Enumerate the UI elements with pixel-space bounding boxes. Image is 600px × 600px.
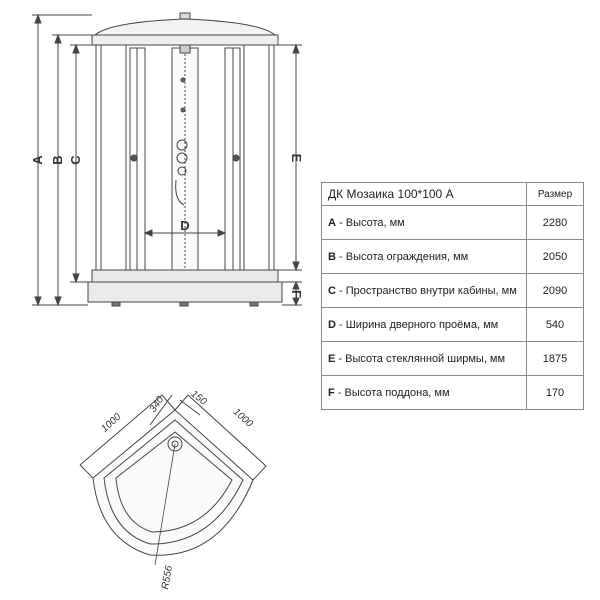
row-value: 1875 <box>526 341 584 376</box>
row-letter: D <box>328 318 336 331</box>
row-label: - Высота поддона, мм <box>334 386 450 399</box>
row-letter: C <box>328 284 336 297</box>
row-value: 2050 <box>526 239 584 274</box>
row-letter: B <box>328 250 336 263</box>
row-label: - Высота, мм <box>335 216 405 229</box>
table-row: D - Ширина дверного проёма, мм 540 <box>321 307 584 342</box>
row-value: 2090 <box>526 273 584 308</box>
dimension-lines-left <box>32 13 92 307</box>
plan-width-right-label: 1000 <box>231 407 255 430</box>
row-letter: F <box>328 386 335 399</box>
plan-radius-label: R556 <box>160 564 175 590</box>
row-letter: E <box>328 352 336 365</box>
row-value: 170 <box>526 375 584 410</box>
dim-label-c: C <box>68 155 83 165</box>
table-value-header: Размер <box>526 182 584 206</box>
plan-offset-right-label: 150 <box>189 389 209 408</box>
table-row: B - Высота ограждения, мм 2050 <box>321 239 584 274</box>
row-label: - Высота стеклянной ширмы, мм <box>335 352 506 365</box>
dim-label-b: B <box>50 155 65 164</box>
table-row: F - Высота поддона, мм 170 <box>321 375 584 410</box>
dim-label-f: F <box>289 290 304 298</box>
dim-label-a: A <box>30 155 45 165</box>
dimension-lines-right <box>278 43 302 307</box>
table-row: E - Высота стеклянной ширмы, мм 1875 <box>321 341 584 376</box>
table-title: ДК Мозаика 100*100 A <box>321 182 527 206</box>
front-elevation <box>87 12 283 307</box>
table-header-row: ДК Мозаика 100*100 A Размер <box>321 182 584 206</box>
row-label: - Ширина дверного проёма, мм <box>335 318 499 331</box>
table-row: C - Пространство внутри кабины, мм 2090 <box>321 273 584 308</box>
row-label: - Высота ограждения, мм <box>335 250 469 263</box>
row-letter: A <box>328 216 336 229</box>
dim-label-d: D <box>180 218 189 233</box>
plan-view <box>79 394 267 566</box>
row-value: 540 <box>526 307 584 342</box>
table-row: A - Высота, мм 2280 <box>321 205 584 240</box>
row-label: - Пространство внутри кабины, мм <box>335 284 517 297</box>
spec-table: ДК Мозаика 100*100 A Размер A - Высота, … <box>321 182 584 410</box>
row-value: 2280 <box>526 205 584 240</box>
dim-label-e: E <box>289 154 304 163</box>
